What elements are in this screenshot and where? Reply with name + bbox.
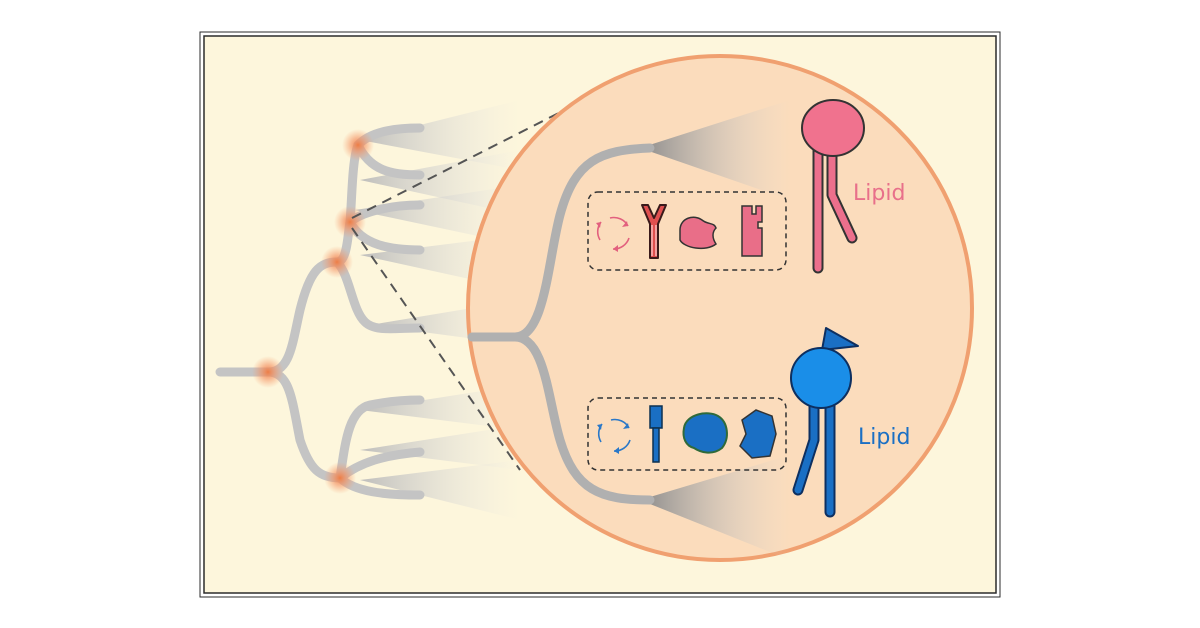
zoom-leaf-fans [640,100,790,560]
icon-box-bottom [587,397,787,471]
lipid-pink [801,99,865,274]
kidney-enzyme-icon [682,412,728,454]
node-glow [334,206,366,238]
zoom-tree [467,143,655,505]
lipid-label-bottom: Lipid [858,425,910,450]
panel-inner-border [199,31,1001,598]
node-glow [342,129,374,161]
lipid-label-top: Lipid [853,181,905,206]
icon-box-top [587,191,787,271]
bean-enzyme-icon [679,216,718,250]
lipid-blue-head [790,347,852,409]
protein-group-blue [587,397,787,471]
key-receptor-icon [649,405,663,463]
irregular-block-icon [739,409,777,459]
lipid-blue-tag [821,327,859,351]
lipid-pink-head [801,99,865,157]
protein-group-pink [587,191,787,271]
node-glow [321,246,353,278]
cycle-arrows-icon [597,418,631,454]
cycle-arrows-icon [596,216,630,252]
notched-block-icon [741,205,763,257]
node-glow [324,462,356,494]
zoom-lines [351,91,601,471]
zoom-circle [466,54,974,562]
y-receptor-icon [641,204,667,259]
lipid-blue [790,327,859,518]
node-glow [252,356,284,388]
